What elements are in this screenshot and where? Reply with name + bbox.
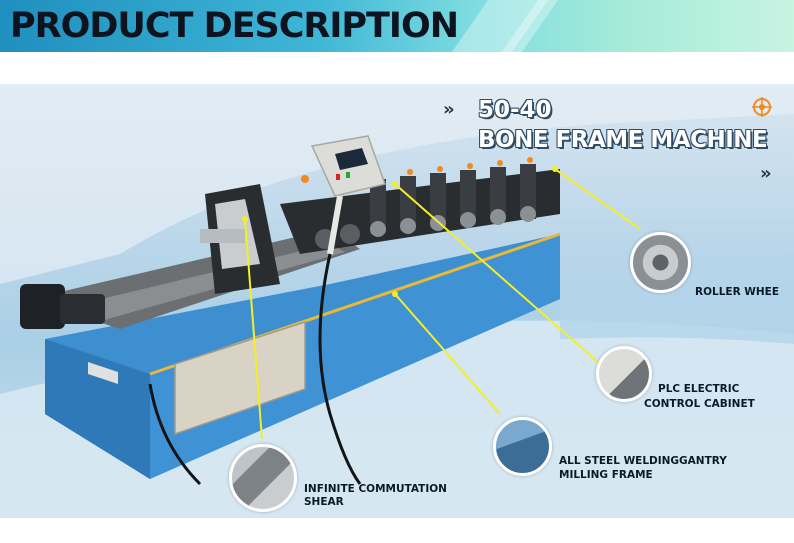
- plc-button: [336, 174, 340, 180]
- plc-screen: [335, 148, 368, 170]
- background-ceiling: [0, 84, 794, 284]
- plc-button: [346, 172, 350, 178]
- cable: [318, 253, 362, 485]
- product-scene: [0, 84, 794, 518]
- plc-arm: [327, 195, 343, 255]
- shear-label-line1: INFINITE COMMUTATION: [304, 483, 447, 495]
- double-chevron-right-icon: »: [443, 99, 455, 120]
- nameplate: [88, 362, 118, 384]
- roller-stands: [370, 164, 536, 234]
- gantry-frame-bubble: [493, 417, 552, 476]
- plc-cabinet-bubble: [596, 346, 652, 402]
- shear-bubble: [229, 444, 297, 512]
- header-banner: PRODUCT DESCRIPTION: [0, 0, 794, 52]
- motor-housing: [60, 294, 105, 324]
- roller-wheel-label: ROLLER WHEE: [695, 286, 780, 298]
- hero-title-line1: 50-40: [478, 97, 552, 123]
- motor: [20, 284, 65, 329]
- cable: [148, 383, 202, 486]
- gantry-label-line2: MILLING FRAME: [559, 469, 653, 481]
- background-glass: [560, 254, 794, 344]
- plc-label-line1: PLC ELECTRIC: [658, 383, 740, 395]
- machine-base-side: [150, 234, 560, 479]
- machine-illustration: [0, 84, 794, 518]
- shear-label-line2: SHEAR: [304, 496, 344, 508]
- double-chevron-right-icon: »: [760, 163, 772, 184]
- feed-guide: [200, 229, 245, 243]
- plc-label-line2: CONTROL CABINET: [644, 398, 755, 410]
- hero-title-line2: BONE FRAME MACHINE: [478, 127, 768, 153]
- crosshair-target-icon: [752, 97, 772, 117]
- banner-title: PRODUCT DESCRIPTION: [10, 6, 459, 46]
- leader-lines: [244, 168, 641, 440]
- orange-fittings: [301, 157, 533, 183]
- leader-dots: [242, 166, 558, 297]
- machine-base-front: [45, 339, 150, 479]
- gantry-label-line1: ALL STEEL WELDINGGANTRY: [559, 455, 727, 467]
- electric-panel: [174, 320, 306, 436]
- roller-wheel-bubble: [630, 232, 691, 293]
